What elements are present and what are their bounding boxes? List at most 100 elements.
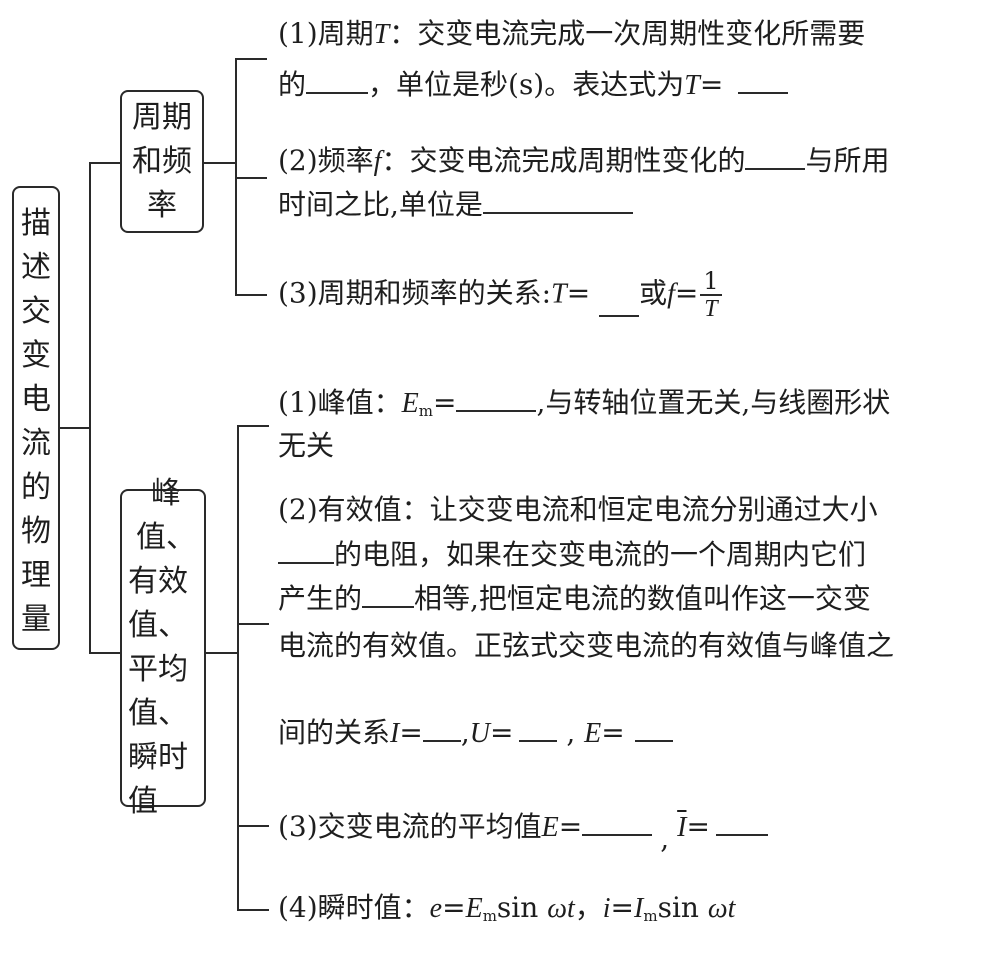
root-char: 理 — [21, 558, 51, 593]
group-title-line: 瞬时 — [128, 740, 188, 775]
var-E: E — [584, 718, 602, 749]
blank-field[interactable] — [422, 712, 461, 742]
effective-value-line3: 产生的相等,把恒定电流的数值叫作这一交变 — [278, 578, 871, 619]
group2-branch-3 — [237, 825, 269, 827]
group-period-frequency-box: 周期 和频 率 — [120, 90, 204, 233]
group2-branch-4 — [237, 909, 269, 911]
label: (4)瞬时值： — [278, 891, 430, 924]
var-T: T — [684, 70, 700, 101]
numerator: 1 — [700, 268, 722, 296]
blank-field[interactable] — [456, 382, 537, 412]
root-bracket-bottom — [89, 652, 120, 654]
var-E: E — [401, 388, 419, 419]
omega-t: ωt — [547, 893, 575, 924]
text: 或 — [639, 276, 668, 310]
sin: sin — [496, 891, 539, 924]
separator: ， — [574, 891, 603, 924]
equals: = — [433, 386, 457, 419]
text: 无关 — [278, 429, 335, 462]
subscript: m — [643, 907, 658, 925]
text: ,与转轴位置无关,与线圈形状 — [536, 386, 891, 419]
label: (3)周期和频率的关系: — [278, 276, 552, 310]
var-E: E — [541, 812, 559, 843]
root-char: 述 — [21, 250, 51, 285]
group-title-line: 平均 — [128, 652, 188, 687]
var-e: e — [429, 893, 443, 924]
var-i: i — [602, 893, 611, 924]
var-I-bar: I — [677, 812, 687, 843]
blank-field[interactable] — [634, 712, 673, 742]
group1-branch-1 — [235, 58, 267, 60]
var-T: T — [373, 19, 390, 50]
equals: = — [601, 716, 625, 749]
blank-field[interactable] — [306, 64, 369, 94]
root-char: 交 — [21, 294, 51, 329]
root-char: 流 — [21, 426, 51, 461]
effective-value-line4: 电流的有效值。正弦式交变电流的有效值与峰值之 — [278, 626, 894, 666]
denominator: T — [704, 296, 718, 322]
blank-field[interactable] — [278, 534, 334, 564]
equals: = — [610, 891, 635, 924]
group2-bracket-vertical — [237, 425, 239, 911]
root-char: 的 — [21, 470, 51, 505]
var-I: I — [390, 718, 400, 749]
peak-value-line1: (1)峰值：Em= ,与转轴位置无关,与线圈形状 — [278, 382, 890, 431]
root-char: 物 — [21, 514, 51, 549]
blank-field[interactable] — [519, 712, 558, 742]
frequency-definition-line2: 时间之比,单位是 — [278, 184, 633, 225]
text: 时间之比,单位是 — [278, 188, 483, 221]
group1-branch-3 — [235, 294, 267, 296]
var-I: I — [634, 893, 644, 924]
blank-field[interactable] — [738, 64, 789, 94]
group2-connector — [206, 652, 238, 654]
text: 产生的 — [278, 582, 363, 615]
equals: = — [442, 891, 466, 924]
group2-branch-1 — [237, 425, 269, 427]
group-title-line: 有效 — [128, 564, 188, 599]
root-connector — [60, 427, 90, 429]
root-char: 电 — [21, 382, 51, 417]
separator: , — [460, 716, 470, 749]
root-char: 描 — [21, 206, 51, 241]
equals: = — [686, 810, 710, 843]
blank-field[interactable] — [599, 287, 640, 317]
group-title-line: 值、 — [128, 696, 188, 731]
blank-field[interactable] — [745, 140, 806, 170]
label: (2)频率 — [278, 144, 374, 177]
text: (2)有效值：让交变电流和恒定电流分别通过大小 — [278, 493, 878, 526]
text: ：交变电流完成一次周期性变化所需要 — [389, 17, 866, 50]
blank-field[interactable] — [715, 806, 768, 836]
group-title-line: 值 — [128, 784, 158, 819]
var-U: U — [469, 718, 490, 749]
root-char: 变 — [21, 338, 51, 373]
subscript: m — [418, 402, 434, 420]
label: (1)峰值： — [278, 386, 402, 419]
subscript: m — [482, 907, 497, 925]
text: 的电阻，如果在交变电流的一个周期内它们 — [334, 538, 867, 571]
equals: = — [699, 68, 724, 101]
group1-branch-2 — [235, 177, 267, 179]
group-title-line: 周期 — [132, 99, 192, 135]
var-E: E — [465, 893, 483, 924]
blank-field[interactable] — [582, 806, 653, 836]
group1-connector — [204, 162, 236, 164]
blank-field[interactable] — [362, 578, 415, 608]
var-T: T — [551, 278, 567, 310]
root-node-box: 描 述 交 变 电 流 的 物 理 量 — [12, 186, 60, 650]
sin: sin — [657, 891, 699, 924]
effective-value-line1: (2)有效值：让交变电流和恒定电流分别通过大小 — [278, 490, 878, 530]
label: (3)交变电流的平均值 — [278, 810, 542, 843]
frequency-definition-line1: (2)频率f：交变电流完成周期性变化的与所用 — [278, 140, 889, 182]
text: 的 — [278, 68, 307, 101]
group2-branch-2 — [237, 623, 269, 625]
equals: = — [566, 276, 591, 310]
text: ，单位是秒(s)。表达式为 — [368, 68, 685, 101]
root-char: 量 — [21, 602, 51, 637]
blank-field[interactable] — [482, 184, 633, 214]
separator: , — [557, 716, 585, 749]
separator: , — [660, 822, 670, 855]
root-bracket-vertical — [89, 162, 91, 654]
effective-value-line2: 的电阻，如果在交变电流的一个周期内它们 — [278, 534, 866, 575]
